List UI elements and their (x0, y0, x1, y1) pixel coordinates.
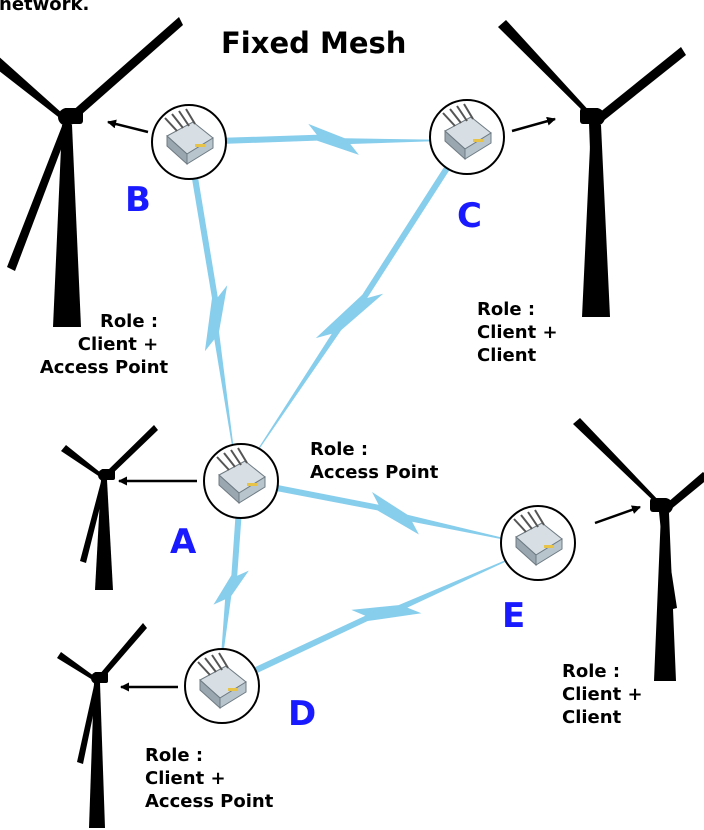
role-heading: Role : (562, 661, 621, 682)
wind-turbine-icon (573, 418, 704, 681)
role-c: Role : Client + Client (477, 298, 558, 367)
radio-device-icon (429, 99, 505, 175)
wind-turbine-icon (498, 20, 686, 317)
wireless-link-icon (188, 123, 468, 155)
node-label-c: C (457, 196, 482, 236)
role-line: Client + (477, 322, 558, 343)
role-heading: Role : (310, 439, 369, 460)
role-line: Access Point (39, 357, 169, 378)
role-d: Role : Client + Access Point (145, 744, 273, 813)
role-line: Client + (145, 768, 226, 789)
role-line: Client + (562, 684, 643, 705)
node-label-a: A (170, 522, 197, 562)
role-b: Role : Client + Access Point (22, 310, 186, 379)
arrow-icon (594, 505, 641, 525)
wireless-link-icon (238, 135, 470, 480)
wireless-link-icon (213, 480, 249, 686)
role-heading: Role : (477, 299, 536, 320)
radio-device-icon (151, 104, 227, 180)
wind-turbine-icon (61, 425, 158, 590)
wireless-link-icon (220, 545, 540, 689)
wireless-link-icon (185, 141, 238, 482)
role-e: Role : Client + Client (562, 660, 643, 729)
radio-device-icon (184, 648, 260, 724)
arrow-icon (511, 116, 556, 133)
arrow-icon (107, 119, 149, 134)
role-line: Client (477, 345, 537, 366)
wireless-link-icon (240, 477, 538, 547)
devices (151, 99, 576, 724)
caption-text: network. (0, 0, 90, 15)
radio-device-icon (203, 443, 279, 519)
role-line: Client + (77, 334, 159, 355)
role-heading: Role : (145, 745, 204, 766)
node-label-d: D (288, 694, 317, 734)
role-heading: Role : (99, 311, 159, 332)
role-line: Access Point (145, 791, 274, 812)
arrows (107, 116, 641, 692)
role-line: Access Point (310, 462, 439, 483)
wind-turbine-icon (57, 623, 147, 828)
diagram-title: Fixed Mesh (221, 26, 407, 60)
node-label-b: B (125, 180, 151, 220)
node-label-e: E (502, 596, 526, 636)
radio-device-icon (500, 505, 576, 581)
wind-turbine-icon (0, 17, 183, 327)
role-a: Role : Access Point (310, 438, 438, 484)
role-line: Client (562, 707, 622, 728)
wireless-links (185, 123, 540, 689)
